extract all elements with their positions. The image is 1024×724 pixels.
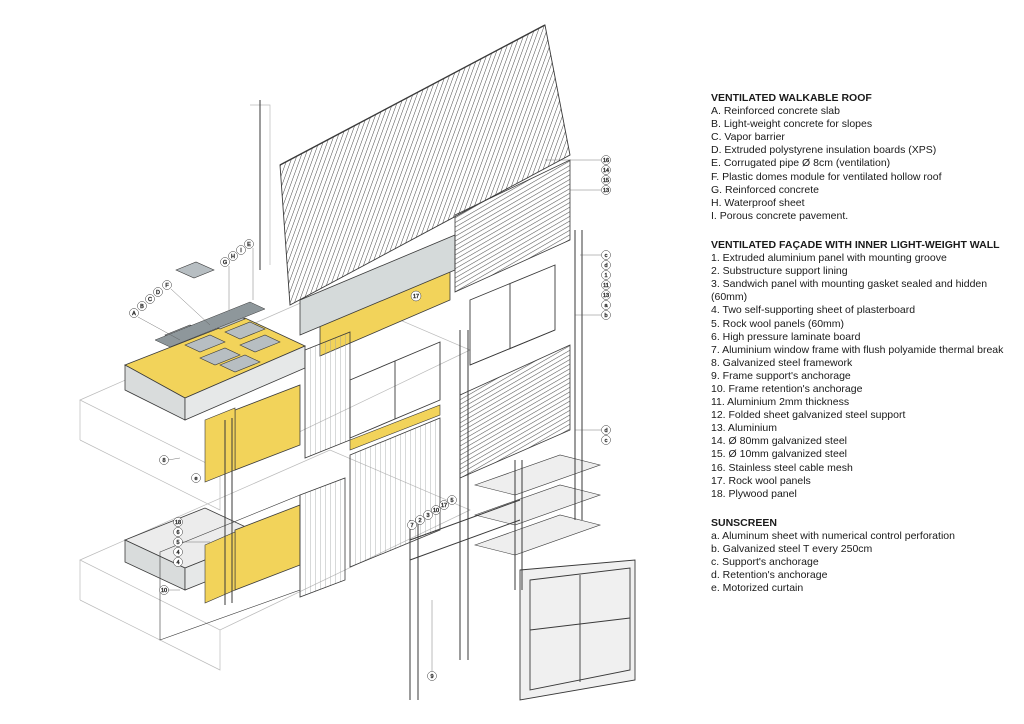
callout-right-mid-1: c	[605, 253, 608, 259]
legend-item: 8. Galvanized steel framework	[711, 356, 853, 369]
callouts-left-low: 18 6 5 4 4	[173, 517, 183, 567]
callout-bottom-6: 5	[450, 498, 453, 504]
legend-item: 6. High pressure laminate board	[711, 330, 861, 343]
callout-left-mid-1: 8	[162, 458, 165, 464]
callout-left-low-3: 5	[176, 540, 179, 546]
legend-section: VENTILATED FAÇADE WITH INNER LIGHT-WEIGH…	[711, 239, 1011, 501]
callout-left-low-1: 18	[175, 520, 181, 526]
callout-left-mid-2: e	[194, 476, 197, 482]
callout-roof-top-2: H	[231, 254, 235, 260]
legend-item: I. Porous concrete pavement.	[711, 209, 849, 222]
legend-section-title: VENTILATED WALKABLE ROOF	[711, 92, 872, 104]
callouts-left-mid: 8 e	[159, 455, 201, 483]
steel-framework	[224, 100, 583, 700]
legend-item: d. Retention's anchorage	[711, 569, 828, 582]
callout-roof-top-1: G	[223, 260, 227, 266]
callout-bottom-4: 10	[433, 508, 439, 514]
callout-right-top-1: 16	[603, 158, 609, 164]
callout-bottom-3: 3	[426, 513, 429, 519]
callouts-bottom-single: 10 9	[159, 585, 437, 681]
upper-slab	[124, 261, 306, 421]
callout-right-mid-3: 1	[604, 273, 607, 279]
legend-item: b. Galvanized steel T every 250cm	[711, 543, 873, 555]
insulation-walls	[204, 261, 451, 604]
callout-bottom-5: 17	[441, 503, 447, 509]
callout-bottom-1: 7	[410, 523, 413, 529]
callout-bottom-single-2: 9	[430, 674, 433, 680]
callout-right-mid-5: 13	[603, 293, 609, 299]
callouts-bottom-row: 7 2 3 10 17 5	[407, 495, 457, 530]
callout-right-top-4: 13	[603, 188, 609, 194]
callout-roof-left-1: A	[132, 311, 136, 317]
callout-mid-label: 17	[413, 294, 419, 300]
legend-item: 15. Ø 10mm galvanized steel	[711, 448, 847, 461]
callout-right-top-3: 15	[603, 178, 609, 184]
window-frames	[349, 264, 636, 701]
callout-left-low-5: 4	[176, 560, 179, 566]
callout-right-mid-2: d	[604, 263, 607, 269]
legend-item: 17. Rock wool panels	[711, 474, 811, 487]
legend-item: c. Support's anchorage	[711, 556, 819, 569]
legend-item: 10. Frame retention's anchorage	[711, 382, 863, 395]
legend-item: E. Corrugated pipe Ø 8cm (ventilation)	[711, 157, 891, 170]
legend-item: 11. Aluminium 2mm thickness	[711, 396, 850, 409]
legend-item: 16. Stainless steel cable mesh	[711, 461, 853, 474]
legend-item: 9. Frame support's anchorage	[711, 369, 851, 382]
callout-roof-left-3: C	[148, 297, 152, 303]
callout-markers: A B C D F G H I E 16 14 15 13 c d 1 11 1…	[129, 155, 611, 681]
legend-item: 12. Folded sheet galvanized steel suppor…	[711, 409, 906, 422]
legend-item: C. Vapor barrier	[711, 131, 785, 144]
callout-mid-panel: 17	[410, 290, 422, 302]
legend-item: 7. Aluminium window frame with flush pol…	[711, 343, 1004, 356]
corrugated-aluminium	[454, 159, 571, 479]
callouts-roof-top: G H I E	[220, 239, 254, 267]
legend-item: 13. Aluminium	[711, 422, 777, 435]
callout-bottom-2: 2	[418, 518, 421, 524]
callouts-roof-left: A B C D F	[129, 280, 172, 318]
callout-bottom-single-1: 10	[161, 588, 167, 594]
sunscreen-slats	[473, 454, 602, 556]
callouts-right-top: 16 14 15 13	[601, 155, 611, 195]
callout-right-top-2: 14	[603, 168, 609, 174]
legend-item: 4. Two self-supporting sheet of plasterb…	[711, 304, 916, 317]
legend-item: e. Motorized curtain	[711, 582, 804, 595]
legend-item: G. Reinforced concrete	[711, 183, 819, 196]
legend-item: 5. Rock wool panels (60mm)	[711, 317, 845, 330]
callout-roof-left-2: B	[140, 304, 144, 310]
callouts-right-low: d c	[601, 425, 611, 445]
legend-section-title: VENTILATED FAÇADE WITH INNER LIGHT-WEIGH…	[711, 238, 1000, 251]
legend-item: A. Reinforced concrete slab	[711, 105, 840, 118]
callout-roof-top-4: E	[247, 242, 251, 248]
legend-item: 2. Substructure support lining	[711, 265, 848, 278]
legend-item: 14. Ø 80mm galvanized steel	[711, 435, 847, 448]
legend-item: 18. Plywood panel	[711, 487, 797, 500]
legend-item: H. Waterproof sheet	[711, 196, 805, 209]
legend-item: B. Light-weight concrete for slopes	[711, 118, 873, 131]
legend-section-title: SUNSCREEN	[711, 516, 777, 529]
callout-right-mid-7: b	[604, 313, 607, 319]
legend-item: F. Plastic domes module for ventilated h…	[711, 170, 942, 183]
callout-left-low-2: 6	[176, 530, 179, 536]
legend-item: a. Aluminum sheet with numerical control…	[711, 529, 955, 542]
callout-right-mid-4: 11	[603, 283, 609, 289]
callout-roof-left-4: D	[156, 290, 160, 296]
legend-item: 3. Sandwich panel with mounting gasket s…	[711, 278, 988, 304]
cable-mesh-screen	[279, 24, 571, 306]
callout-roof-left-5: F	[165, 283, 169, 289]
legend-item: D. Extruded polystyrene insulation board…	[711, 144, 937, 157]
callout-roof-top-3: I	[240, 248, 242, 254]
callout-left-low-4: 4	[176, 550, 179, 556]
leader-lines	[137, 159, 601, 671]
callout-right-mid-6: a	[604, 303, 608, 309]
callout-right-low-1: d	[604, 428, 607, 434]
callout-right-low-2: c	[605, 438, 608, 444]
callouts-right-mid: c d 1 11 13 a b	[601, 250, 611, 320]
legend-item: 1. Extruded aluminium panel with mountin…	[711, 252, 947, 265]
